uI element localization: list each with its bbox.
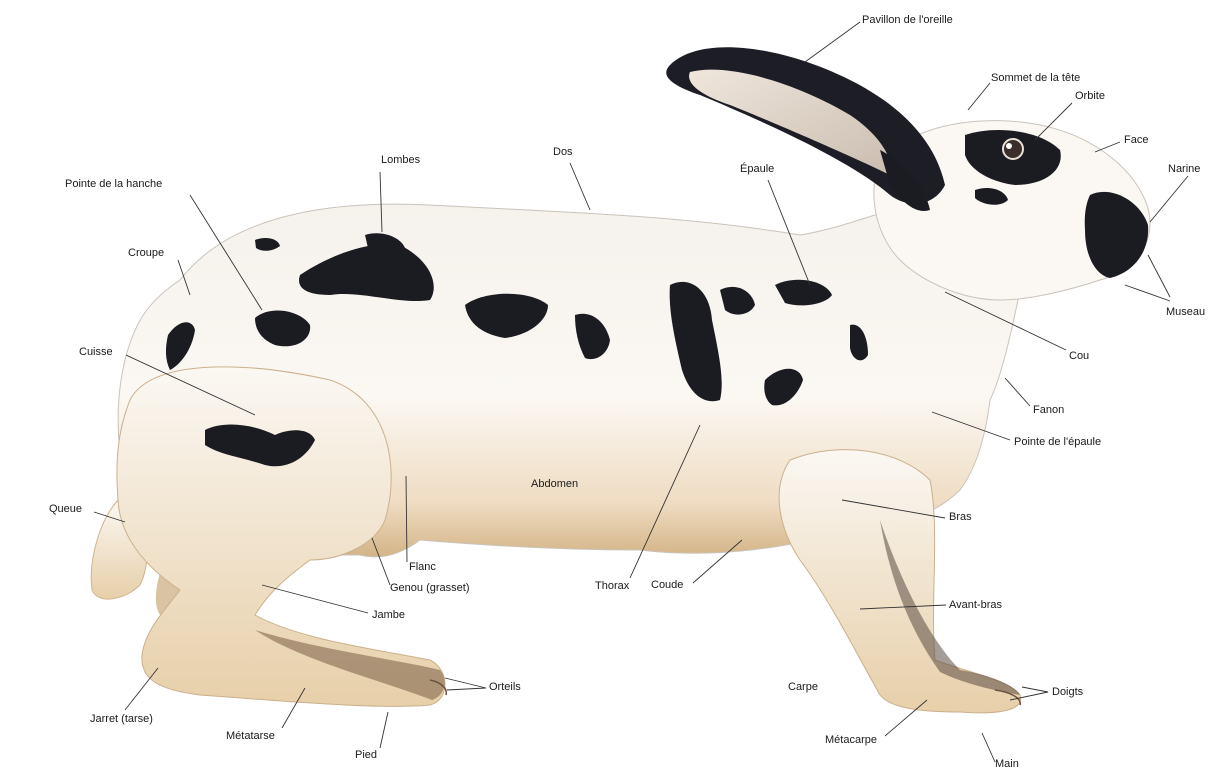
label-orteils: Orteils bbox=[489, 681, 521, 694]
label-pointe-epaule: Pointe de l'épaule bbox=[1014, 436, 1101, 449]
eye-highlight bbox=[1006, 143, 1012, 149]
label-jambe: Jambe bbox=[372, 609, 405, 622]
label-main: Main bbox=[995, 758, 1019, 771]
label-pied: Pied bbox=[355, 749, 377, 762]
label-pointe-hanche: Pointe de la hanche bbox=[65, 178, 162, 191]
label-bras: Bras bbox=[949, 511, 972, 524]
label-jarret: Jarret (tarse) bbox=[90, 713, 153, 726]
label-face: Face bbox=[1124, 134, 1148, 147]
label-pavillon: Pavillon de l'oreille bbox=[862, 14, 953, 27]
label-fanon: Fanon bbox=[1033, 404, 1064, 417]
label-metacarpe: Métacarpe bbox=[825, 734, 877, 747]
label-epaule: Épaule bbox=[740, 163, 774, 176]
label-genou: Genou (grasset) bbox=[390, 582, 469, 595]
label-doigts: Doigts bbox=[1052, 686, 1083, 699]
label-carpe: Carpe bbox=[788, 681, 818, 694]
label-avant-bras: Avant-bras bbox=[949, 599, 1002, 612]
label-thorax: Thorax bbox=[595, 580, 629, 593]
label-cuisse: Cuisse bbox=[79, 346, 113, 359]
label-abdomen: Abdomen bbox=[531, 478, 578, 491]
eye bbox=[1003, 139, 1023, 159]
label-sommet: Sommet de la tête bbox=[991, 72, 1080, 85]
label-metatarse: Métatarse bbox=[226, 730, 275, 743]
label-queue: Queue bbox=[49, 503, 82, 516]
label-dos: Dos bbox=[553, 146, 573, 159]
label-cou: Cou bbox=[1069, 350, 1089, 363]
label-lombes: Lombes bbox=[381, 154, 420, 167]
label-narine: Narine bbox=[1168, 163, 1200, 176]
label-croupe: Croupe bbox=[128, 247, 164, 260]
label-orbite: Orbite bbox=[1075, 90, 1105, 103]
label-coude: Coude bbox=[651, 579, 683, 592]
label-flanc: Flanc bbox=[409, 561, 436, 574]
label-museau: Museau bbox=[1166, 306, 1205, 319]
